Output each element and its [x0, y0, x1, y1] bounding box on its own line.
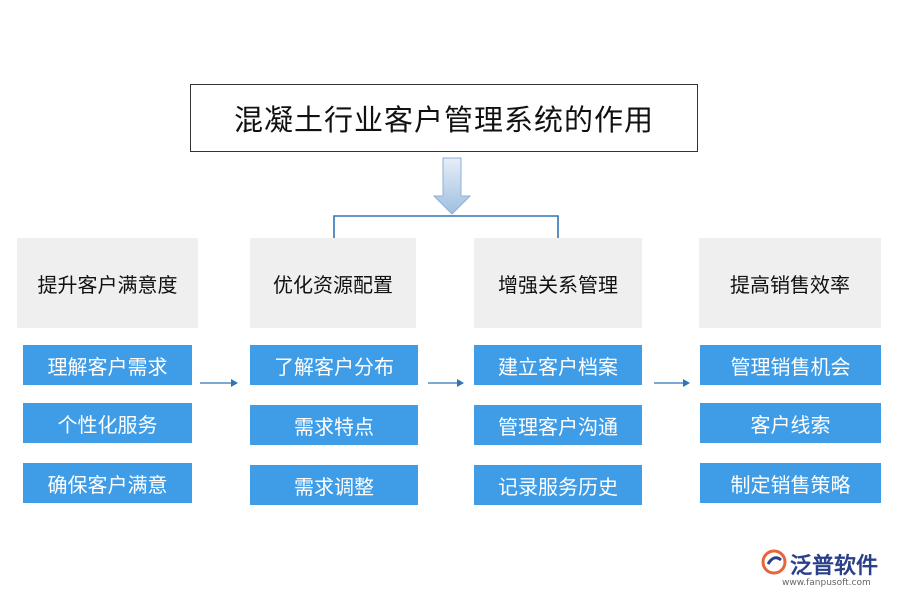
- down-arrow-icon: [432, 157, 472, 215]
- item-service-history: 记录服务历史: [474, 465, 642, 505]
- item-sales-opportunities: 管理销售机会: [700, 345, 881, 385]
- bracket-connector: [333, 215, 559, 238]
- category-heading-resources: 优化资源配置: [250, 238, 416, 328]
- flow-arrow-3: [654, 379, 690, 387]
- item-sales-strategy: 制定销售策略: [700, 463, 881, 503]
- item-understand-needs: 理解客户需求: [23, 345, 192, 385]
- logo-url-text: www.fanpusoft.com: [782, 578, 871, 588]
- logo-mark-icon: [761, 549, 787, 575]
- item-customer-records: 建立客户档案: [474, 345, 642, 385]
- item-customer-distribution: 了解客户分布: [250, 345, 418, 385]
- item-ensure-satisfaction: 确保客户满意: [23, 463, 192, 503]
- category-heading-satisfaction: 提升客户满意度: [17, 238, 198, 328]
- flow-arrow-2: [428, 379, 464, 387]
- item-demand-adjustment: 需求调整: [250, 465, 418, 505]
- flow-arrow-1: [200, 379, 238, 387]
- category-heading-relationship: 增强关系管理: [474, 238, 642, 328]
- item-demand-features: 需求特点: [250, 405, 418, 445]
- item-customer-leads: 客户线索: [700, 403, 881, 443]
- diagram-title: 混凝土行业客户管理系统的作用: [190, 84, 698, 152]
- logo-brand-text: 泛普软件: [790, 554, 879, 579]
- category-heading-sales-efficiency: 提高销售效率: [699, 238, 881, 328]
- item-personalized-service: 个性化服务: [23, 403, 192, 443]
- brand-logo: 泛普软件 www.fanpusoft.com: [760, 548, 890, 592]
- item-customer-communication: 管理客户沟通: [474, 405, 642, 445]
